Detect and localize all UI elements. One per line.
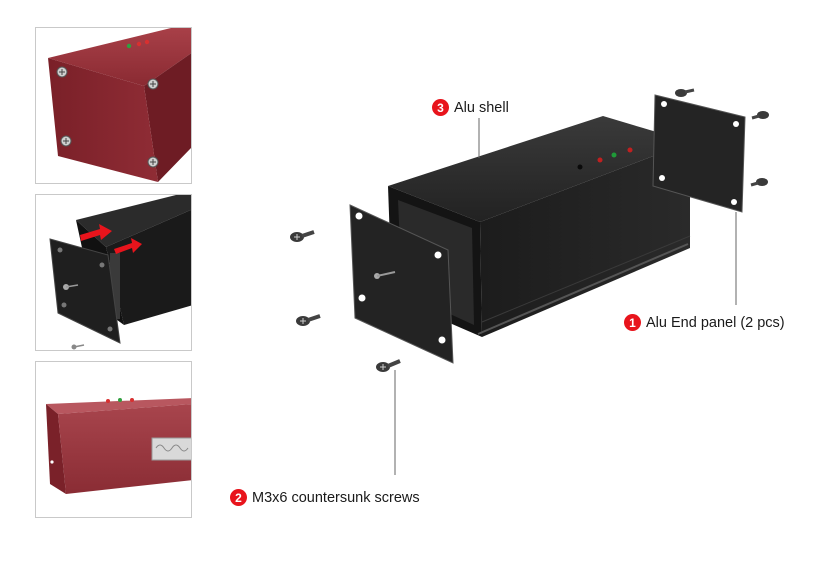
screw-icon: [296, 314, 321, 326]
screw-icon: [147, 156, 159, 168]
led-red-icon: [597, 157, 603, 163]
screw-icon: [750, 178, 768, 187]
callout-number-badge: 1: [624, 314, 641, 331]
led-hole-icon: [577, 164, 583, 170]
led-red-icon: [136, 41, 142, 47]
thumbnail-assembled-enclosure: [35, 27, 192, 184]
arrow-right-icon: [80, 224, 112, 241]
led-red-icon: [144, 39, 150, 45]
screw-icon: [71, 344, 85, 350]
led-red-icon: [130, 398, 134, 402]
callout-screws: 2 M3x6 countersunk screws: [230, 489, 420, 506]
thumbnail-enclosure-closeup: [35, 361, 192, 518]
callout-label: M3x6 countersunk screws: [252, 489, 420, 506]
callout-number-badge: 2: [230, 489, 247, 506]
screw-icon: [56, 66, 68, 78]
callout-label: Alu shell: [454, 99, 509, 116]
led-green-icon: [118, 398, 122, 402]
alu-end-panel-front: [349, 204, 454, 364]
screw-icon: [376, 359, 401, 372]
screw-icon: [60, 135, 72, 147]
arrow-right-icon: [114, 238, 142, 254]
callout-label: Alu End panel (2 pcs): [646, 314, 785, 331]
screw-icon: [751, 111, 769, 120]
callout-alu-shell: 3 Alu shell: [432, 99, 509, 116]
led-green-icon: [611, 152, 617, 158]
thumbnail-slide-in-panel: [35, 194, 192, 351]
screw-icon: [63, 284, 79, 290]
screw-icon: [675, 88, 695, 97]
callout-number-badge: 3: [432, 99, 449, 116]
screw-icon: [290, 230, 315, 242]
led-red-icon: [106, 399, 110, 403]
led-green-icon: [126, 43, 132, 49]
led-red-icon: [627, 147, 633, 153]
screw-icon: [147, 78, 159, 90]
alu-end-panel-back: [652, 94, 746, 213]
callout-alu-end-panel: 1 Alu End panel (2 pcs): [624, 314, 785, 331]
